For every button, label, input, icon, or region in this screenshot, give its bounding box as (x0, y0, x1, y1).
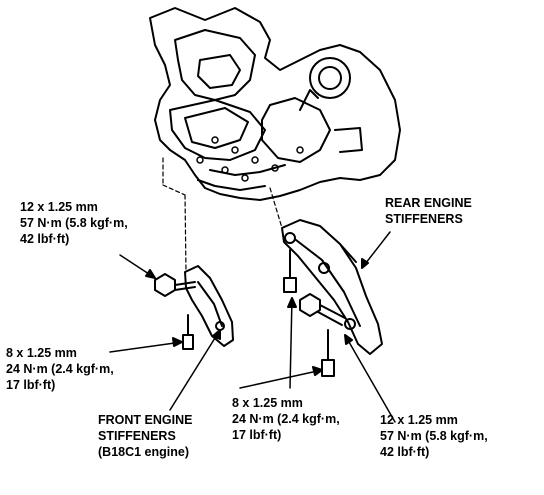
rear-stiffener-bracket (281, 219, 383, 355)
callout-line: 42 lbf·ft) (20, 232, 70, 246)
bolt-12mm-front (154, 273, 196, 297)
leader-arrows (109, 231, 396, 423)
callout-line: 57 N·m (5.8 kgf·m, (20, 216, 128, 230)
torque-callout-8mm-rear: 8 x 1.25 mm 24 N·m (2.4 kgf·m, 17 lbf·ft… (232, 395, 340, 443)
torque-callout-12mm-rear: 12 x 1.25 mm 57 N·m (5.8 kgf·m, 42 lbf·f… (380, 412, 488, 460)
bolt-8mm-rear-lower (321, 329, 335, 377)
engine-block (149, 7, 401, 201)
callout-line: 24 N·m (2.4 kgf·m, (232, 412, 340, 426)
torque-callout-8mm-front: 8 x 1.25 mm 24 N·m (2.4 kgf·m, 17 lbf·ft… (6, 345, 114, 393)
callout-line: FRONT ENGINE (98, 413, 193, 427)
callout-line: 24 N·m (2.4 kgf·m, (6, 362, 114, 376)
callout-line: 57 N·m (5.8 kgf·m, (380, 429, 488, 443)
front-stiffeners-label: FRONT ENGINE STIFFENERS (B18C1 engine) (98, 412, 192, 460)
arrow-heads (145, 258, 369, 376)
callout-line: STIFFENERS (98, 429, 176, 443)
callout-line: REAR ENGINE (385, 196, 472, 210)
bolt-12mm-rear (299, 293, 346, 326)
callout-line: (B18C1 engine) (98, 445, 189, 459)
callout-line: 12 x 1.25 mm (380, 413, 458, 427)
callout-line: 42 lbf·ft) (380, 445, 430, 459)
guide-lines (162, 157, 283, 273)
rear-stiffeners-label: REAR ENGINE STIFFENERS (385, 195, 472, 227)
bolt-8mm-rear-upper (283, 249, 297, 293)
torque-callout-12mm-front: 12 x 1.25 mm 57 N·m (5.8 kgf·m, 42 lbf·f… (20, 199, 128, 247)
callout-line: 12 x 1.25 mm (20, 200, 98, 214)
callout-line: 8 x 1.25 mm (232, 396, 303, 410)
engine-bolt-dots (196, 136, 304, 182)
callout-line: 8 x 1.25 mm (6, 346, 77, 360)
callout-line: STIFFENERS (385, 212, 463, 226)
callout-line: 17 lbf·ft) (232, 428, 282, 442)
callout-line: 17 lbf·ft) (6, 378, 56, 392)
bolt-8mm-front (182, 314, 194, 350)
